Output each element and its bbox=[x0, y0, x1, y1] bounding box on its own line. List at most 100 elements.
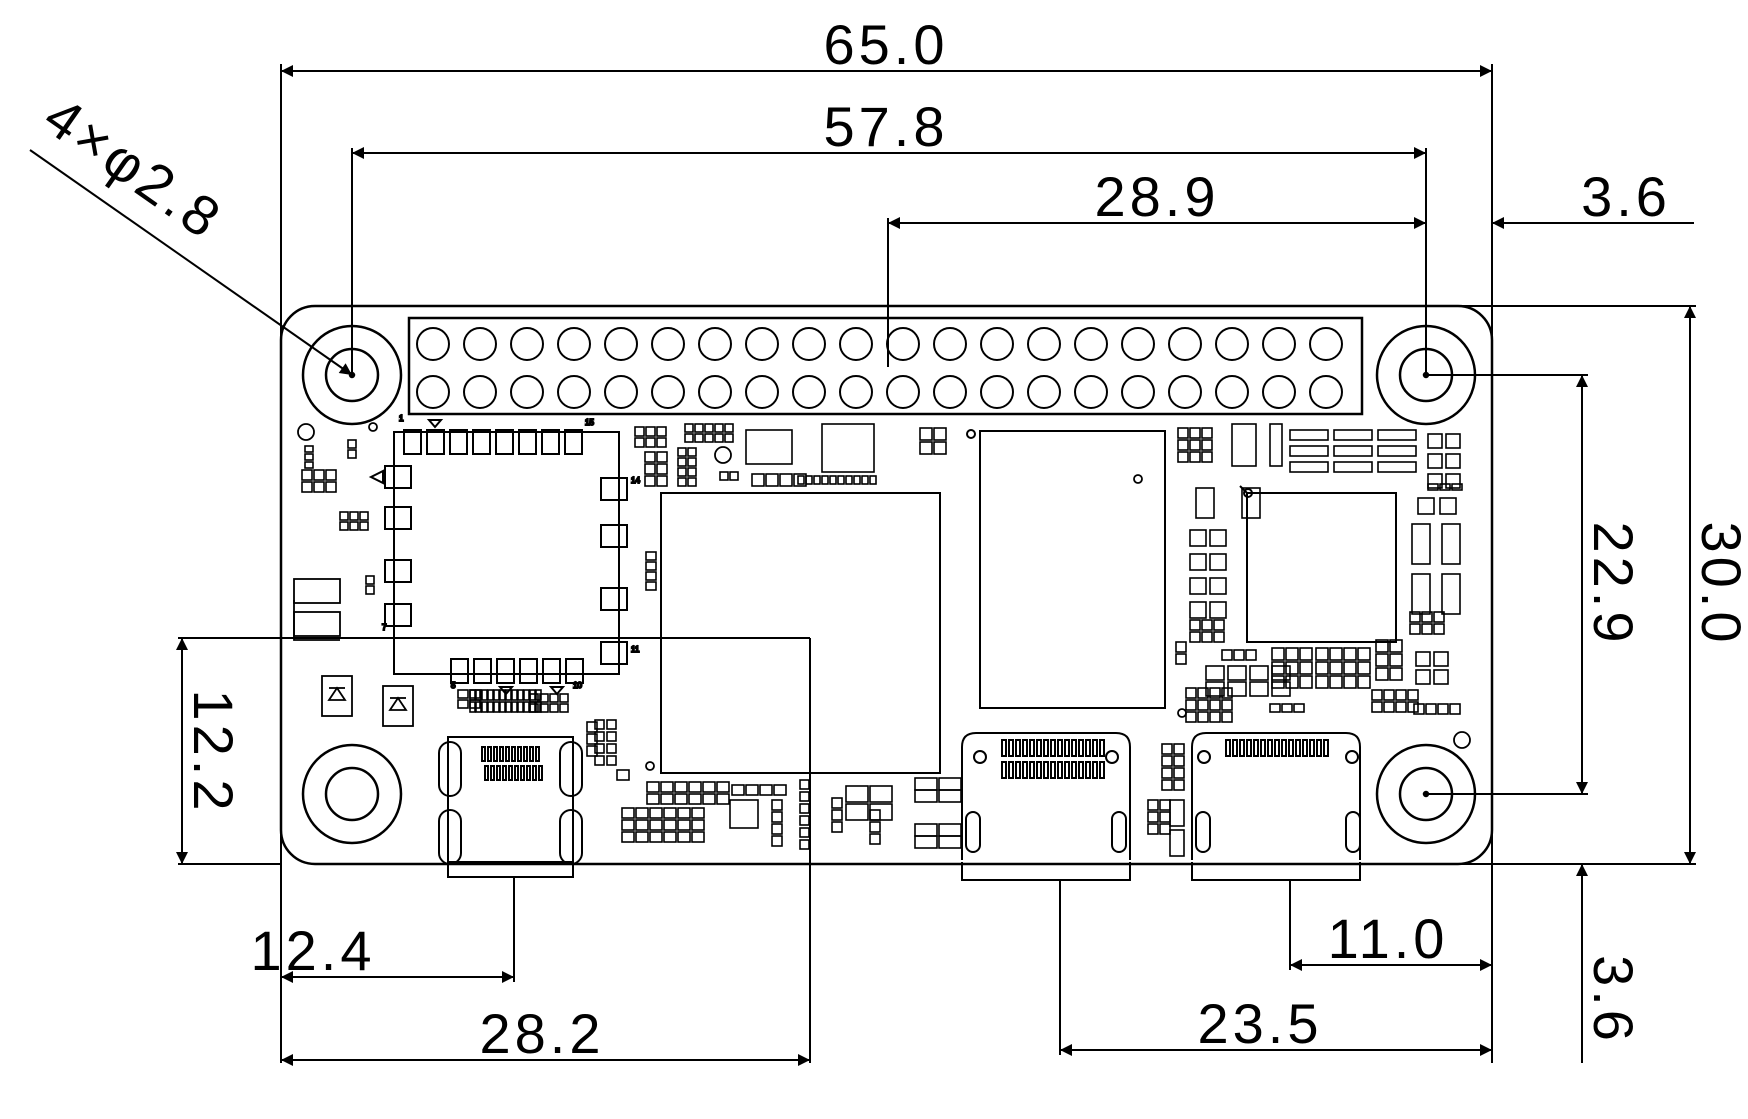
smd-part bbox=[1189, 601, 1207, 619]
smd-part bbox=[1161, 779, 1173, 791]
smd-part bbox=[660, 781, 674, 793]
smd-part bbox=[1425, 703, 1437, 715]
smd-part bbox=[1201, 451, 1213, 463]
cam-pin-label-1: 1 bbox=[399, 414, 404, 423]
smd-part bbox=[861, 475, 869, 485]
wireless-chip bbox=[1239, 485, 1397, 643]
smd-part bbox=[606, 719, 617, 730]
smd-part bbox=[644, 475, 656, 487]
camera-pad bbox=[542, 658, 561, 684]
smd-part bbox=[1241, 487, 1261, 519]
smd-part bbox=[621, 831, 635, 843]
smd-part bbox=[645, 426, 656, 437]
smd-part bbox=[301, 481, 313, 493]
smd-part bbox=[714, 433, 724, 443]
gpio-pin bbox=[933, 327, 967, 361]
cam-pin-label-5: 5 bbox=[451, 681, 456, 690]
smd-part bbox=[677, 819, 691, 831]
camera-pad bbox=[565, 658, 584, 684]
smd-part bbox=[656, 437, 667, 448]
smd-part bbox=[517, 701, 524, 713]
smd-part bbox=[1205, 665, 1225, 681]
hdmi-pin bbox=[523, 746, 528, 762]
smd-part bbox=[1357, 661, 1371, 675]
smd-part bbox=[1189, 631, 1201, 643]
hole-callout: 4×φ2.8 bbox=[33, 84, 235, 251]
gpio-pin bbox=[416, 375, 450, 409]
smd-part bbox=[594, 755, 605, 766]
usb-pin bbox=[1036, 739, 1042, 757]
smd-part bbox=[1333, 429, 1373, 441]
smd-part bbox=[1249, 665, 1269, 681]
smd-part bbox=[1375, 667, 1389, 681]
gpio-pin bbox=[745, 327, 779, 361]
smd-part bbox=[511, 689, 518, 701]
gpio-pin bbox=[651, 327, 685, 361]
smd-part bbox=[716, 781, 730, 793]
smd-part bbox=[1289, 429, 1329, 441]
smd-part bbox=[805, 475, 813, 485]
smd-part bbox=[1357, 647, 1371, 661]
camera-pad bbox=[518, 429, 537, 455]
smd-part bbox=[529, 703, 539, 713]
gpio-pin bbox=[604, 375, 638, 409]
gpio-header-outline bbox=[407, 316, 1364, 416]
hdmi-pin bbox=[496, 765, 501, 781]
smd-part bbox=[457, 699, 469, 709]
smd-part bbox=[1383, 689, 1395, 701]
smd-part bbox=[1357, 675, 1371, 689]
smd-part bbox=[646, 793, 660, 805]
smd-part bbox=[773, 784, 787, 796]
smd-part bbox=[517, 689, 524, 701]
smd-part bbox=[635, 807, 649, 819]
gpio-pin bbox=[1262, 327, 1296, 361]
smd-part bbox=[779, 473, 793, 487]
gpio-pin bbox=[1074, 327, 1108, 361]
gpio-pin bbox=[557, 375, 591, 409]
smd-part bbox=[1271, 647, 1285, 661]
smd-part bbox=[1421, 611, 1433, 623]
smd-part bbox=[1333, 461, 1373, 473]
usb-pin bbox=[1057, 739, 1063, 757]
smd-part bbox=[829, 475, 837, 485]
gpio-pin bbox=[792, 375, 826, 409]
smd-part bbox=[1227, 681, 1247, 697]
smd-part bbox=[799, 791, 810, 802]
smd-part bbox=[831, 797, 843, 809]
usb-pin bbox=[1001, 761, 1007, 779]
smd-part bbox=[691, 807, 705, 819]
smd-part bbox=[845, 785, 869, 803]
gpio-pin bbox=[839, 327, 873, 361]
hdmi-pin bbox=[505, 746, 510, 762]
smd-part bbox=[704, 433, 714, 443]
smd-part bbox=[635, 819, 649, 831]
smd-part bbox=[1175, 653, 1187, 665]
smd-part bbox=[656, 463, 668, 475]
smd-part bbox=[1315, 661, 1329, 675]
smd-part bbox=[751, 473, 765, 487]
smd-part bbox=[765, 473, 779, 487]
smd-part bbox=[313, 481, 325, 493]
mounting-hole-bottom-left bbox=[301, 743, 403, 845]
hdmi-pin bbox=[517, 746, 522, 762]
smd-part bbox=[1221, 649, 1233, 661]
usb-pin bbox=[1253, 739, 1259, 757]
cam-pin-label-14: 14 bbox=[631, 476, 640, 485]
gpio-pin bbox=[1074, 375, 1108, 409]
usb-pin bbox=[1323, 739, 1329, 757]
usb-pin bbox=[1239, 739, 1245, 757]
smd-part bbox=[831, 821, 843, 833]
smd-part bbox=[1227, 665, 1247, 681]
smd-part bbox=[1409, 611, 1421, 623]
smd-part bbox=[1195, 487, 1215, 519]
smd-part bbox=[1185, 699, 1197, 711]
usb-pin bbox=[1071, 761, 1077, 779]
usb-pin bbox=[1225, 739, 1231, 757]
usb-pin bbox=[1078, 739, 1084, 757]
smd-part bbox=[1439, 497, 1457, 515]
cam-pin-label-11: 11 bbox=[631, 645, 640, 654]
dim-overall-height: 30.0 bbox=[1690, 522, 1748, 647]
smd-part bbox=[1395, 701, 1407, 713]
gpio-pin bbox=[1168, 375, 1202, 409]
smd-part bbox=[1329, 661, 1343, 675]
